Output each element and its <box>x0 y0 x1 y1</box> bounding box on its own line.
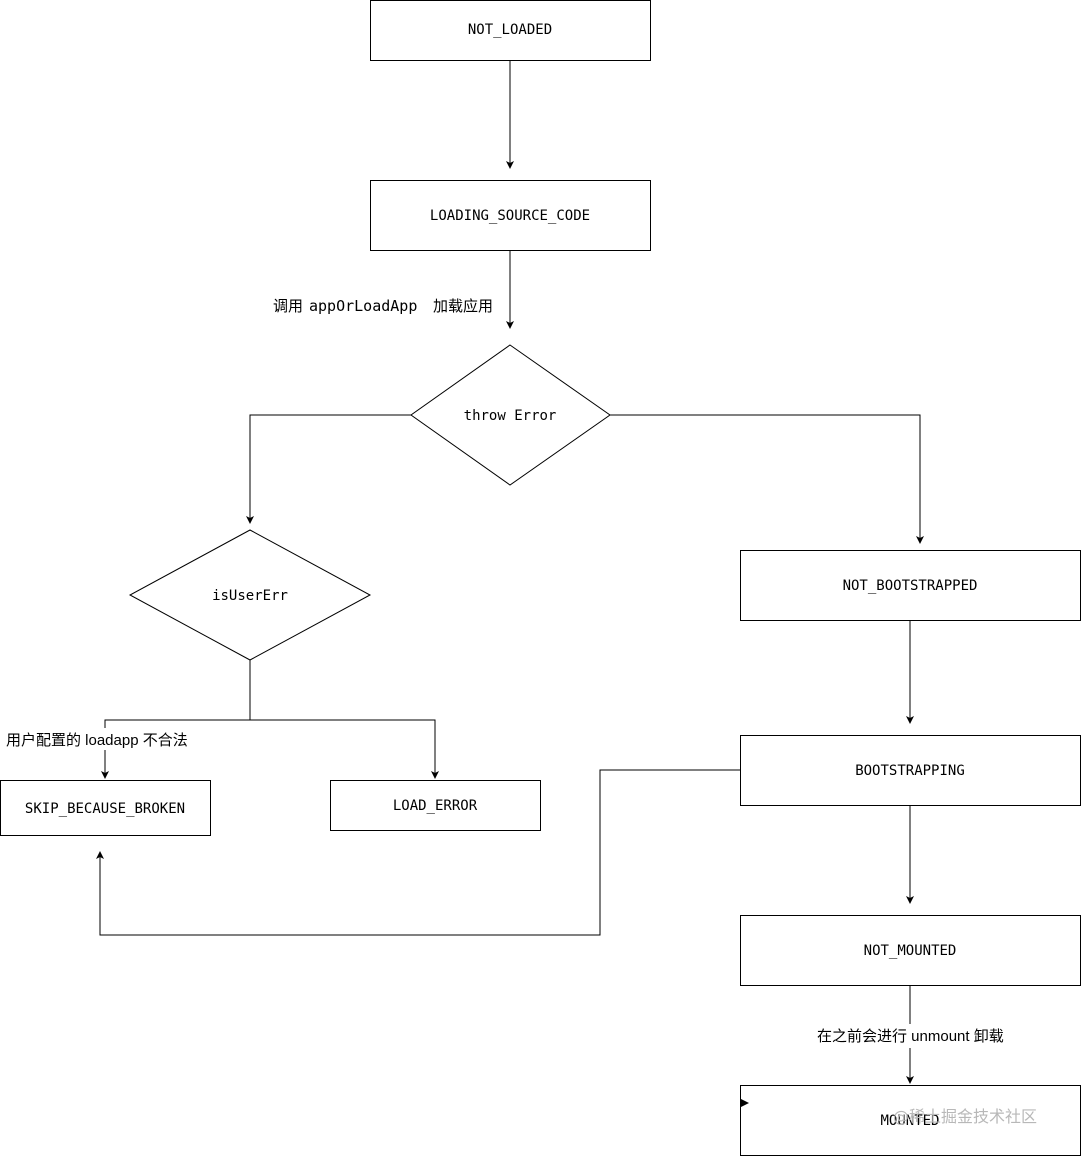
node-label-bootstrapping: BOOTSTRAPPING <box>855 763 965 779</box>
node-label-not-bootstrapped: NOT_BOOTSTRAPPED <box>843 578 978 594</box>
edge-bootstrapping-to-skip <box>96 769 740 936</box>
edge-throw-error-to-is-user-err <box>246 414 411 524</box>
node-label-is-user-err: isUserErr <box>212 588 288 604</box>
edge-label-unmount-before: 在之前会进行 unmount 卸载 <box>817 1028 1004 1045</box>
node-load-error: LOAD_ERROR <box>330 780 541 831</box>
node-label-mounted: MOUNTED <box>880 1113 939 1129</box>
node-throw-error-decision: throw Error <box>410 344 611 486</box>
node-not-bootstrapped: NOT_BOOTSTRAPPED <box>740 550 1081 621</box>
mounted-pointer-icon <box>741 1099 749 1107</box>
node-label-not-mounted: NOT_MOUNTED <box>864 943 957 959</box>
edge-label-call-function: appOrLoadApp <box>309 297 417 315</box>
node-bootstrapping: BOOTSTRAPPING <box>740 735 1081 806</box>
edge-is-user-err-to-skip <box>101 660 251 779</box>
edge-label-call-prefix: 调用 <box>273 298 303 315</box>
node-label-skip-because-broken: SKIP_BECAUSE_BROKEN <box>25 801 185 817</box>
edge-labels: 调用 appOrLoadApp 加载应用 用户配置的 loadapp 不合法 在… <box>4 292 1008 1048</box>
node-is-user-err-decision: isUserErr <box>128 529 372 661</box>
node-loading-source-code: LOADING_SOURCE_CODE <box>370 180 651 251</box>
watermark: @稀土掘金技术社区 <box>893 1107 1037 1126</box>
edge-is-user-err-to-load-error <box>250 719 439 779</box>
node-skip-because-broken: SKIP_BECAUSE_BROKEN <box>0 780 211 836</box>
node-not-loaded: NOT_LOADED <box>370 0 651 61</box>
node-label-throw-error: throw Error <box>464 408 557 424</box>
edge-throw-error-to-not-bootstrapped <box>610 414 924 544</box>
node-label-loading-source-code: LOADING_SOURCE_CODE <box>430 208 590 224</box>
node-mounted: MOUNTED <box>740 1085 1081 1156</box>
node-label-not-loaded: NOT_LOADED <box>468 22 552 38</box>
edge-label-user-config-invalid: 用户配置的 loadapp 不合法 <box>6 732 188 749</box>
node-label-load-error: LOAD_ERROR <box>393 798 478 814</box>
node-not-mounted: NOT_MOUNTED <box>740 915 1081 986</box>
edge-label-call-suffix: 加载应用 <box>433 297 493 315</box>
